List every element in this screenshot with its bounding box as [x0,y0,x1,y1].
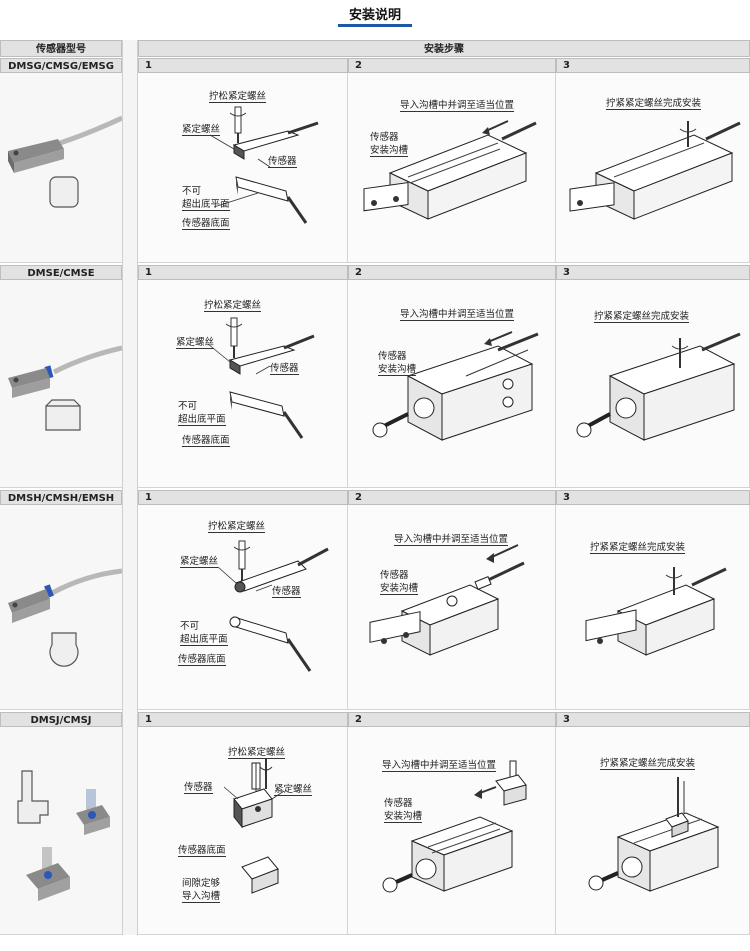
step-number-row3-3: 3 [556,490,750,505]
step-number-row4-2: 2 [348,712,556,727]
step2-label-groove: 安装沟槽 [378,361,417,376]
step1-label-cannot: 不可 [178,401,198,412]
step3-cell-row3: 拧紧紧定螺丝完成安装 [556,505,750,710]
step2-label-guide: 导入沟槽中并调至适当位置 [394,531,509,546]
step-number-row4-1: 1 [138,712,348,727]
step3-label-tighten: 拧紧紧定螺丝完成安装 [594,308,690,323]
step1-label-gap: 间隙定够 [182,878,221,889]
step2-label-guide: 导入沟槽中并调至适当位置 [400,97,515,112]
step-number-row1-1: 1 [138,58,348,73]
header-steps: 安装步骤 [138,40,750,57]
step1-label-sensor: 传感器 [270,360,299,375]
step2-label-sensor: 传感器 [384,798,413,809]
step2-label-groove: 安装沟槽 [370,142,409,157]
step2-label-guide: 导入沟槽中并调至适当位置 [382,757,497,772]
step1-label-setscrew: 紧定螺丝 [274,781,313,796]
step1-label-bottom: 传感器底面 [178,842,226,857]
step1-label-sensor: 传感器 [268,153,297,168]
sensor-image-row3 [0,505,122,710]
step3-label-tighten: 拧紧紧定螺丝完成安装 [590,539,686,554]
sensor-dmsj-icon [17,770,110,901]
step2-label-sensor: 传感器 [378,351,407,362]
step1-label-cannot: 不可 [180,621,200,632]
step1-label-bottom: 传感器底面 [182,215,230,230]
step2-label-sensor: 传感器 [370,132,399,143]
sensor-dmse-icon [8,345,122,431]
step1-label-bottom: 传感器底面 [178,651,226,666]
sensor-image-row2 [0,280,122,488]
model-label-row3: DMSH/CMSH/EMSH [0,490,122,505]
step-number-row3-2: 2 [348,490,556,505]
step2-label-sensor: 传感器 [380,570,409,581]
step1-label-exceed: 超出底平面 [180,631,228,646]
step1-cell-row3: 拧松紧定螺丝 紧定螺丝 传感器 不可 超出底平面 传感器底面 [138,505,348,710]
step-number-row3-1: 1 [138,490,348,505]
model-label-row4: DMSJ/CMSJ [0,712,122,727]
step2-cell-row2: 导入沟槽中并调至适当位置 传感器 安装沟槽 [348,280,556,488]
step3-label-tighten: 拧紧紧定螺丝完成安装 [600,755,696,770]
model-label-row2: DMSE/CMSE [0,265,122,280]
step1-label-setscrew: 紧定螺丝 [176,334,215,349]
step1-label-sensor: 传感器 [272,583,301,598]
page-title: 安装说明 [348,8,401,23]
step-number-row1-2: 2 [348,58,556,73]
step2-label-groove: 安装沟槽 [380,580,419,595]
step1-label-bottom: 传感器底面 [182,432,230,447]
step1-label-into-groove: 导入沟槽 [182,888,221,903]
step1-label-exceed: 超出底平面 [178,411,226,426]
step1-cell-row4: 拧松紧定螺丝 传感器 紧定螺丝 传感器底面 间隙定够 导入沟槽 [138,727,348,935]
step1-cell-row1: 拧松紧定螺丝 紧定螺丝 传感器 不可 超出底平面 传感器底面 [138,73,348,263]
step-number-row2-3: 3 [556,265,750,280]
sensor-image-row1 [0,73,122,263]
step-number-row2-2: 2 [348,265,556,280]
step2-label-guide: 导入沟槽中并调至适当位置 [400,306,515,321]
step1-label-setscrew: 紧定螺丝 [180,553,219,568]
step3-label-tighten: 拧紧紧定螺丝完成安装 [606,95,702,110]
step1-label-loosen: 拧松紧定螺丝 [204,297,262,312]
step3-cell-row1: 拧紧紧定螺丝完成安装 [556,73,750,263]
step2-cell-row3: 导入沟槽中并调至适当位置 传感器 安装沟槽 [348,505,556,710]
step1-label-loosen: 拧松紧定螺丝 [209,88,267,103]
column-gutter [122,40,138,935]
step1-label-sensor: 传感器 [184,779,213,794]
header-model: 传感器型号 [0,40,122,57]
step2-cell-row4: 导入沟槽中并调至适当位置 传感器 安装沟槽 [348,727,556,935]
step1-label-cannot: 不可 [182,186,202,197]
step3-cell-row4: 拧紧紧定螺丝完成安装 [556,727,750,935]
step-number-row4-3: 3 [556,712,750,727]
title-underline [338,24,412,27]
step1-label-exceed: 超出底平面 [182,196,230,211]
step1-cell-row2: 拧松紧定螺丝 紧定螺丝 传感器 不可 超出底平面 传感器底面 [138,280,348,488]
step-number-row2-1: 1 [138,265,348,280]
model-label-row1: DMSG/CMSG/EMSG [0,58,122,73]
step2-label-groove: 安装沟槽 [384,808,423,823]
step1-label-setscrew: 紧定螺丝 [182,121,221,136]
step1-label-loosen: 拧松紧定螺丝 [208,518,266,533]
step-number-row1-3: 3 [556,58,750,73]
sensor-dmsh-icon [8,568,122,667]
sensor-image-row4 [0,727,122,935]
step1-label-loosen: 拧松紧定螺丝 [228,744,286,759]
step2-cell-row1: 导入沟槽中并调至适当位置 传感器 安装沟槽 [348,73,556,263]
step3-cell-row2: 拧紧紧定螺丝完成安装 [556,280,750,488]
sensor-dmsg-icon [8,115,122,208]
